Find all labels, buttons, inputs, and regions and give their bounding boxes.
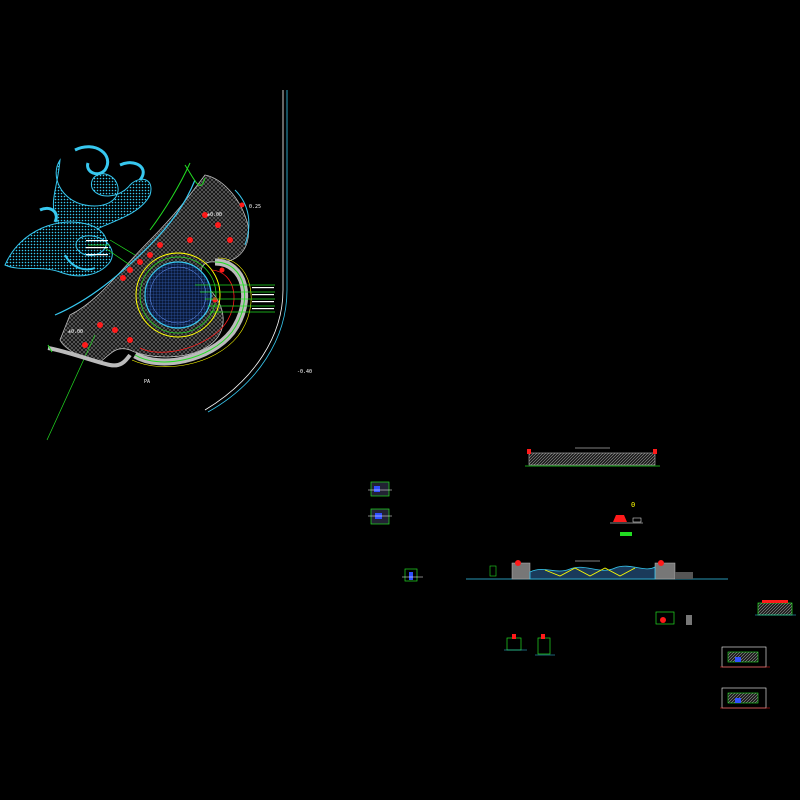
- detail-right-4: [720, 687, 770, 709]
- tree-icon: [187, 237, 193, 243]
- detail-symbol: 0: [610, 501, 643, 536]
- tree-icon: [239, 202, 245, 208]
- elevation-label: -0.40: [297, 369, 312, 375]
- detail-right-2: [755, 600, 796, 616]
- tree-markers: [82, 202, 245, 348]
- tree-icon: [112, 327, 118, 333]
- detail-right-1: [655, 611, 692, 625]
- long-section: [466, 560, 728, 580]
- elevation-label: 0.25: [249, 204, 261, 210]
- tree-icon: [127, 337, 133, 343]
- tree-icon: [227, 237, 233, 243]
- road-curve: [204, 90, 288, 413]
- detail-bottom-2: [535, 634, 555, 656]
- detail-left-3: [402, 568, 423, 582]
- tree-icon: [212, 297, 218, 303]
- site-plan: ±0.00 0.25 ±0.00 -0.40 PA: [4, 90, 312, 441]
- plan-tag: PA: [144, 379, 150, 385]
- elevation-label: ±0.00: [207, 212, 222, 218]
- tree-icon: [219, 267, 225, 273]
- tree-icon: [202, 212, 208, 218]
- detail-right-3: [720, 646, 770, 668]
- leader-notes: [86, 240, 274, 310]
- tree-icon: [120, 275, 126, 281]
- detail-bottom-1: [504, 634, 527, 651]
- tree-icon: [127, 267, 133, 273]
- tree-icon: [147, 252, 153, 258]
- tree-icon: [215, 222, 221, 228]
- tree-icon: [157, 242, 163, 248]
- edge-curve: [54, 179, 196, 316]
- circular-fountain: [135, 252, 221, 338]
- section-mark: 0: [631, 501, 635, 509]
- elevation-label: ±0.00: [68, 329, 83, 335]
- swirl-planting: [4, 145, 152, 277]
- tree-icon: [137, 259, 143, 265]
- tree-icon: [82, 342, 88, 348]
- tree-icon: [97, 322, 103, 328]
- detail-left-1: [368, 481, 392, 497]
- detail-left-2: [368, 508, 392, 525]
- walkway-curve: [47, 346, 132, 368]
- leader-lines: [46, 239, 275, 441]
- wall-elevation: [525, 447, 660, 467]
